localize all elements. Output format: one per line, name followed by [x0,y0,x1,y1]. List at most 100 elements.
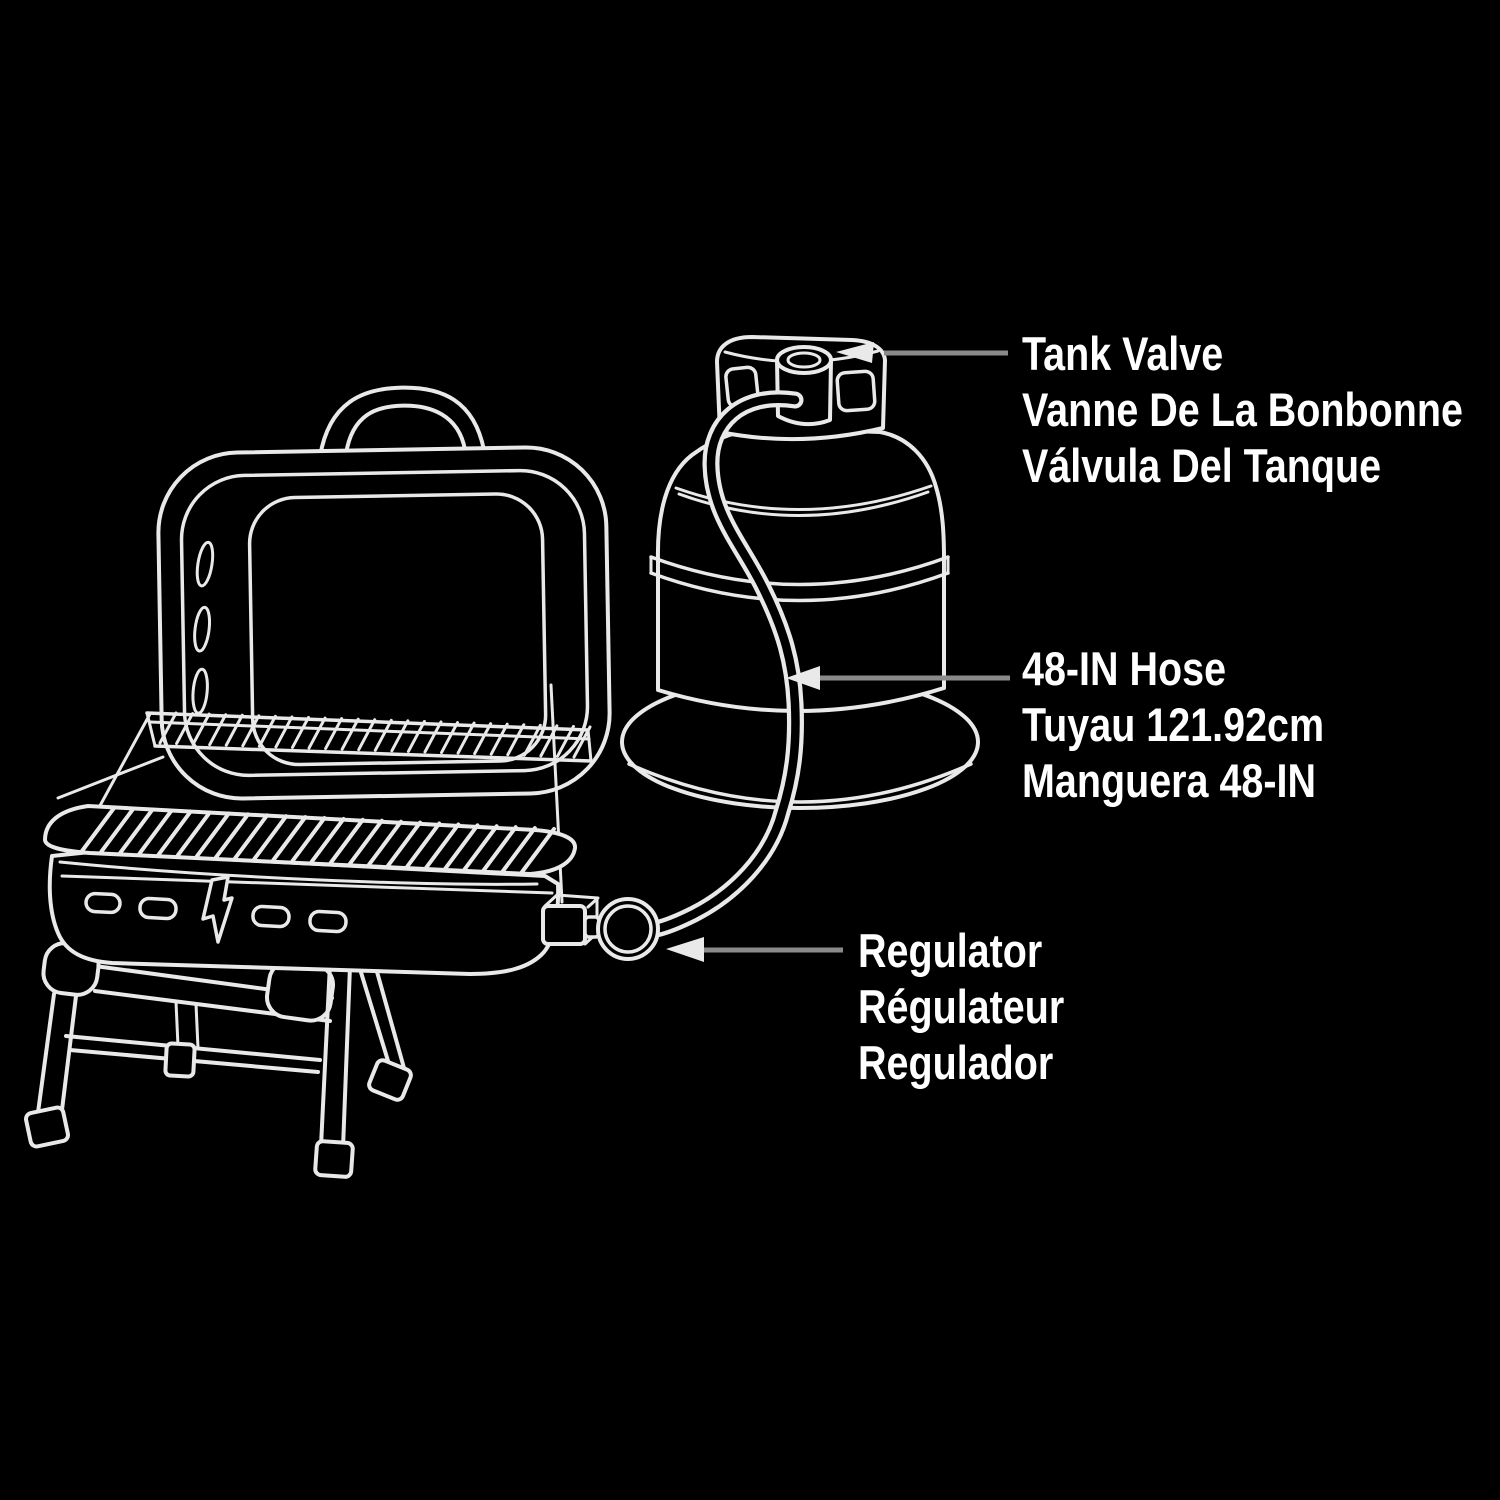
callout-line-es: Regulador [858,1036,1054,1089]
slat-line [241,714,261,748]
slat-line [290,715,310,749]
slat-line [274,715,294,749]
warming-rack-top-rail [145,711,590,732]
slat-line [158,711,178,745]
center-foot-bracket [163,1041,197,1079]
igniter-tab [201,875,234,944]
slat-line [233,813,270,861]
regulator-outer-ring [596,897,660,961]
slat-line [456,721,476,755]
front-left-foot-cap [23,1105,71,1149]
collar-handle-cutout [835,369,877,413]
slat-line [99,806,136,854]
callout-line-fr: Vanne De La Bonbonne [1022,383,1463,436]
slat-line [481,825,518,873]
folding-leg-frame [23,941,413,1179]
warming-rack-right-end [586,728,593,763]
regulator [541,893,660,961]
front-left-leg [35,992,56,1122]
slat-line [440,721,460,755]
slat-line [271,815,308,863]
slat-line [340,717,360,751]
lid-support-strut [56,755,165,800]
rear-right-foot-cap [367,1058,413,1102]
slat-line [213,812,250,860]
slat-line [175,810,212,858]
rear-right-leg [354,954,394,1076]
front-right-leg [319,962,332,1148]
callout-line-en: Regulator [858,924,1043,977]
slat-line [555,724,575,758]
slat-line [208,713,228,747]
callout-regulator: Regulator Régulateur Regulador [858,923,1064,1091]
slat-line [194,811,231,859]
regulator-inner-ring [603,904,653,954]
tank-valve [775,345,833,427]
slat-line [424,822,461,870]
slat-line [443,823,480,871]
hose-core [651,394,800,934]
slat-line [290,816,327,864]
tank-body [655,426,946,713]
slat-line [137,808,174,856]
slat-line [405,821,442,869]
lid-outer-shell [156,445,612,801]
lid-handle-inner-arc [344,403,467,456]
slat-line [520,827,556,874]
warming-rack-bottom-rail [153,744,593,763]
warming-rack-mid-rail [148,720,591,741]
regulator-inlet-box-top [543,893,600,909]
firebox-vent-slot [84,891,122,915]
grate-front-edge [58,860,539,886]
tank-base-ring-bottom [627,762,973,804]
slat-line [347,818,384,866]
slat-line [324,717,344,751]
slat-line [175,712,195,746]
center-strut [194,1002,200,1050]
slat-line [252,814,289,862]
valve-top [775,345,833,375]
slat-line [406,719,426,753]
slat-line [423,720,443,754]
front-left-leg [58,994,78,1128]
valve-body [775,358,833,427]
slat-line [156,809,193,857]
warming-rack [145,711,593,763]
slat-line [307,716,327,750]
slat-line [522,723,542,757]
callout-hose: 48-IN Hose Tuyau 121.92cm Manguera 48-IN [1022,641,1324,809]
callout-line-es: Manguera 48-IN [1022,754,1316,807]
hose-arrowhead [786,666,820,690]
slat-line [328,817,365,865]
center-strut [174,1000,180,1048]
slat-line [462,824,499,872]
propane-tank [620,335,980,810]
slat-line [257,714,277,748]
gas-hose [647,390,804,938]
lid-handle-outer-arc [318,385,486,459]
slat-line [309,816,346,864]
regulator-inlet-box [541,904,587,946]
regulator-arrowhead [666,937,704,962]
slat-line [386,820,423,868]
slat-line [390,719,410,753]
slat-line [500,826,537,874]
callout-line-fr: Régulateur [858,980,1065,1033]
slat-line [373,718,393,752]
lid-inner-panel [247,492,548,767]
firebox-vent-slot [308,909,348,934]
slat-line [357,718,377,752]
slat-line [366,819,403,867]
lid-vent-slot [195,540,215,588]
warming-rack-slats [158,711,592,759]
valve-opening [786,351,822,369]
slat-line [224,713,244,747]
slat-line [118,807,155,855]
grate-slats [80,806,556,874]
grill-lid [156,385,612,801]
firebox-vent-slot [251,904,291,929]
callout-tank-valve: Tank Valve Vanne De La Bonbonne Válvula … [1022,326,1463,494]
tank-valve-arrowhead [836,342,874,363]
lid-inner-rim [179,468,590,778]
